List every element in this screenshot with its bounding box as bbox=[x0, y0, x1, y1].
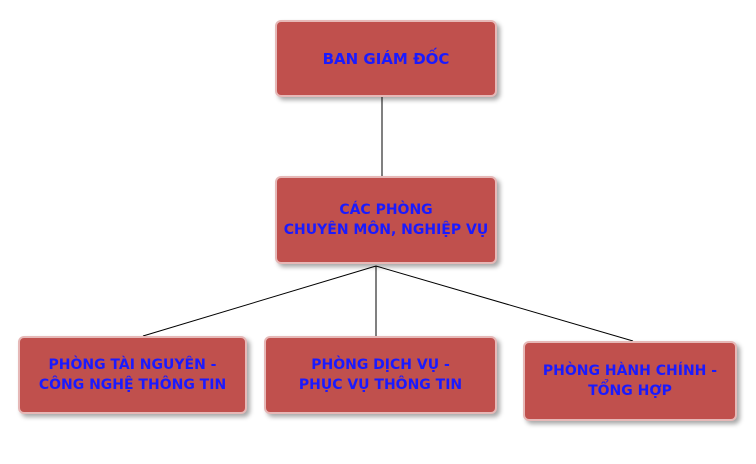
connector-mid-to-right bbox=[375, 265, 634, 342]
node-ban-giam-doc: BAN GIÁM ĐỐC bbox=[275, 20, 497, 97]
node-phong-dich-vu: PHÒNG DỊCH VỤ - PHỤC VỤ THÔNG TIN bbox=[264, 336, 497, 414]
node-phong-hanh-chinh: PHÒNG HÀNH CHÍNH - TỔNG HỢP bbox=[523, 341, 737, 421]
node-cac-phong-chuyen-mon: CÁC PHÒNG CHUYÊN MÔN, NGHIỆP VỤ bbox=[275, 176, 497, 264]
connector-mid-to-left bbox=[142, 265, 377, 337]
node-phong-tai-nguyen: PHÒNG TÀI NGUYÊN - CÔNG NGHỆ THÔNG TIN bbox=[18, 336, 247, 414]
